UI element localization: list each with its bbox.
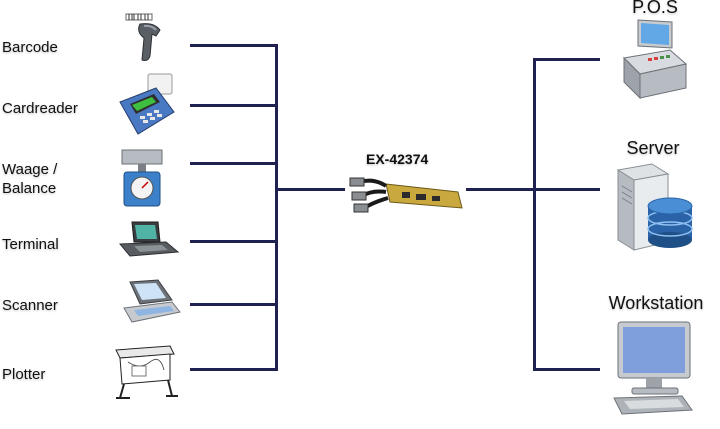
right-branch-workstation (533, 368, 600, 371)
label-center-device: EX-42374 (366, 151, 429, 167)
terminal-icon (118, 221, 180, 257)
left-branch-scale (190, 162, 278, 165)
left-bus-vertical (275, 44, 278, 371)
label-workstation: Workstation (608, 293, 704, 313)
label-plotter: Plotter (2, 366, 46, 383)
right-branch-pos (533, 58, 600, 61)
label-cardreader: Cardreader (2, 100, 78, 117)
serial-card-icon (349, 177, 463, 213)
card-reader-icon (119, 73, 175, 135)
label-pos: P.O.S (632, 0, 678, 17)
flatbed-scanner-icon (123, 279, 181, 323)
label-server: Server (626, 138, 680, 158)
scale-icon (121, 149, 163, 207)
label-barcode: Barcode (2, 39, 58, 56)
server-icon (616, 163, 693, 251)
barcode-scanner-icon (125, 13, 161, 61)
left-branch-barcode (190, 44, 278, 47)
right-bus-vertical (533, 58, 536, 371)
left-branch-cardreader (190, 104, 278, 107)
label-scale: Waage / Balance (2, 161, 58, 197)
label-terminal: Terminal (2, 236, 59, 253)
center-link-left (275, 188, 345, 191)
left-branch-terminal (190, 240, 278, 243)
label-scanner: Scanner (2, 297, 58, 314)
pos-terminal-icon (622, 19, 688, 100)
left-branch-plotter (190, 368, 278, 371)
left-branch-scanner (190, 303, 278, 306)
workstation-icon (613, 321, 693, 415)
right-branch-server (533, 188, 600, 191)
plotter-icon (115, 345, 178, 399)
center-link-right (466, 188, 536, 191)
